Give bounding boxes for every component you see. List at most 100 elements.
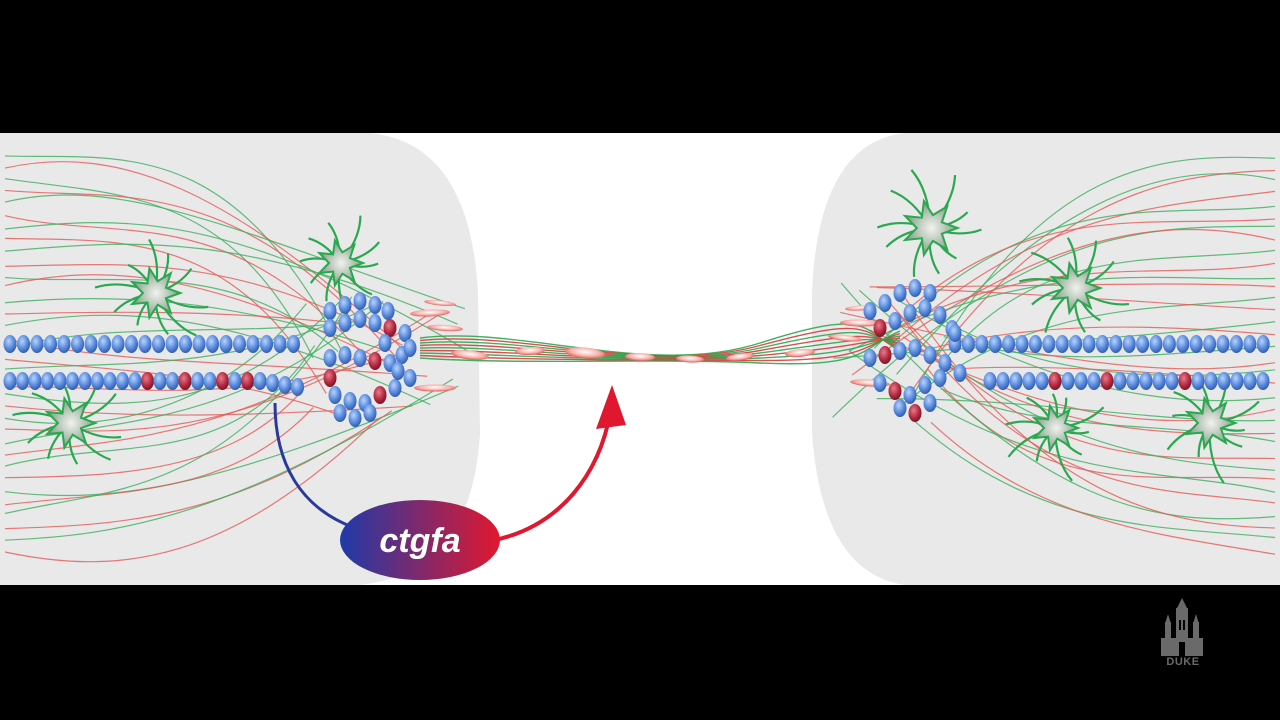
glial-fiber: [910, 417, 1276, 539]
ependymal-cell-activated: [368, 352, 382, 370]
bridge-fiber: [419, 330, 901, 365]
ependymal-cell: [353, 349, 367, 367]
bridging-cell: [410, 309, 450, 317]
ependymal-cell: [338, 346, 352, 364]
ependymal-cell: [996, 372, 1010, 390]
ependymal-cell: [1176, 335, 1190, 353]
ependymal-cell-activated: [873, 319, 887, 337]
axon-fiber: [4, 215, 372, 365]
ependymal-cell-activated: [241, 372, 254, 390]
ependymal-cell: [933, 369, 947, 387]
ependymal-cell: [16, 372, 29, 390]
ependymal-cell: [1009, 372, 1023, 390]
ependymal-cell: [17, 335, 30, 353]
bridging-cell: [840, 319, 880, 327]
glial-fiber: [848, 350, 1276, 493]
ependymal-cell-activated: [216, 372, 229, 390]
ependymal-cell: [1217, 372, 1231, 390]
ependymal-cell: [203, 372, 217, 390]
bridging-cell: [427, 324, 463, 332]
ependymal-cell: [988, 335, 1002, 353]
glial-cell: [1005, 393, 1105, 482]
ependymal-cell: [873, 374, 887, 392]
ependymal-cell: [228, 372, 242, 390]
ependymal-cell: [253, 372, 267, 390]
ependymal-cell: [166, 372, 179, 390]
ependymal-cell: [246, 335, 260, 353]
ependymal-cell: [1035, 372, 1049, 390]
ependymal-cell: [206, 335, 219, 353]
ependymal-cell: [1216, 335, 1230, 353]
ependymal-cell: [923, 394, 937, 412]
ependymal-cell: [893, 284, 907, 302]
duke-chapel-icon: [1161, 598, 1203, 656]
axon-fiber: [4, 274, 417, 378]
ependymal-cell: [368, 296, 382, 314]
ependymal-cell: [908, 279, 922, 297]
ependymal-cell: [111, 335, 125, 353]
axon-fiber: [4, 189, 396, 357]
ependymal-cell: [103, 372, 117, 390]
ependymal-cell: [153, 372, 167, 390]
bridging-cell: [414, 384, 456, 392]
axon-fiber: [897, 312, 1276, 504]
ependymal-cell: [893, 342, 907, 360]
ependymal-cell: [3, 372, 17, 390]
ependymal-cell: [1256, 372, 1270, 390]
bridge-fiber: [419, 327, 901, 357]
ependymal-cell: [66, 372, 79, 390]
ependymal-cell: [343, 392, 357, 410]
ependymal-cell: [918, 299, 932, 317]
ependymal-cell: [353, 292, 367, 310]
ependymal-cell-activated: [178, 372, 192, 390]
ependymal-cell: [84, 335, 98, 353]
axon-fiber: [869, 329, 1276, 422]
bridging-cell: [726, 353, 754, 361]
ependymal-cell: [278, 376, 292, 394]
ependymal-cell: [1061, 372, 1075, 390]
red-arrow-head: [596, 385, 626, 429]
ependymal-cell: [3, 335, 17, 353]
ependymal-cell: [1082, 335, 1096, 353]
bridge-fiber: [419, 338, 901, 359]
ependymal-cell: [165, 335, 179, 353]
axon-fiber: [851, 228, 1276, 376]
axon-fiber: [4, 418, 379, 563]
glial-cell-layer: [12, 169, 1260, 484]
ependymal-cell: [191, 372, 204, 390]
glial-fiber: [4, 194, 466, 310]
ependymal-cell: [1256, 335, 1270, 353]
bridge-fiber: [419, 335, 901, 359]
bridging-cell: [565, 347, 605, 359]
ependymal-cell: [953, 364, 967, 382]
ependymal-cell: [333, 404, 347, 422]
ependymal-cell: [1042, 335, 1056, 353]
ependymal-cell-activated: [373, 386, 387, 404]
ependymal-cell: [1204, 372, 1218, 390]
ependymal-cell: [368, 314, 382, 332]
ependymal-cell-activated: [888, 382, 902, 400]
ependymal-cell: [903, 386, 917, 404]
ependymal-cell: [128, 372, 142, 390]
ependymal-cell: [938, 354, 952, 372]
bridging-cell: [676, 355, 704, 363]
ependymal-cell-activated: [323, 369, 337, 387]
ependymal-cell: [338, 314, 352, 332]
glial-fiber: [4, 296, 353, 515]
ependymal-cell-activated: [908, 404, 922, 422]
ependymal-cell: [1149, 335, 1163, 353]
ependymal-cell-activated: [1178, 372, 1192, 390]
ependymal-cell: [233, 335, 246, 353]
glial-fiber: [840, 282, 1276, 520]
ependymal-cell: [179, 335, 192, 353]
glial-fiber: [896, 173, 1276, 375]
bridge-fiber: [419, 323, 901, 356]
ependymal-cell: [1015, 335, 1029, 353]
glial-fiber: [4, 243, 458, 325]
glial-cell: [876, 169, 982, 277]
bridge-fiber: [419, 335, 901, 361]
glial-fiber: [940, 387, 1276, 443]
ependymal-cell: [1022, 372, 1036, 390]
diagram-panel: ctgfa: [0, 133, 1280, 585]
